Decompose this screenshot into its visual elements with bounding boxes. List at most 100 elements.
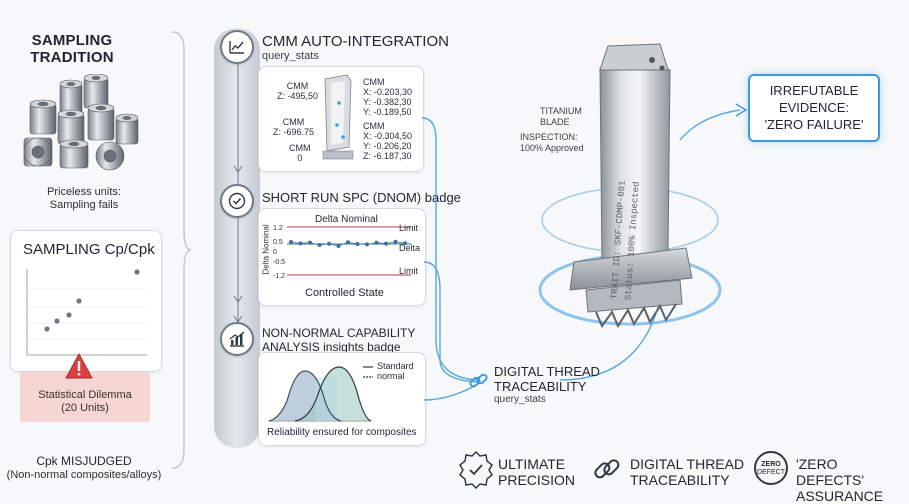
nonnormal-badge xyxy=(220,322,254,356)
sampling-heading-line1: SAMPLING xyxy=(31,32,113,49)
spc-tick-label: 0.5 xyxy=(273,239,283,246)
spc-tick-label: -1.2 xyxy=(273,273,285,280)
legend-normal: normal xyxy=(377,371,405,381)
nonnormal-title: NON-NORMAL CAPABILITY ANALYSIS insights … xyxy=(262,326,415,354)
cmm-label-e1: CMM xyxy=(363,121,385,131)
cmm-label-c: CMM 0 xyxy=(289,143,311,163)
thread-line1: DIGITAL THREAD xyxy=(494,364,600,379)
evidence-box: IRREFUTABLE EVIDENCE: 'ZERO FAILURE' xyxy=(748,74,880,142)
spc-point xyxy=(374,240,379,245)
cmm-title: CMM AUTO-INTEGRATION xyxy=(262,33,449,50)
inspection-status: INSPECTION: 100% Approved xyxy=(520,132,584,154)
footer-zero-line2: ASSURANCE xyxy=(796,488,884,504)
cpk-misjudged: Cpk MISJUDGED (Non-normal composites/all… xyxy=(0,454,168,482)
thread-subtitle: query_stats xyxy=(494,394,546,405)
nonnormal-caption: Reliability ensured for composites xyxy=(267,427,417,438)
cpk-point xyxy=(76,298,82,304)
titanium-blade: TRAIT ID: SKF-CDMP-001 Status: 100% Insp… xyxy=(538,43,722,329)
spc-caption: Controlled State xyxy=(305,287,384,299)
cmm-label-a2: Z: -495,50 xyxy=(277,91,319,101)
cmm-label-d3: Y: -0.382,30 xyxy=(363,97,412,107)
precision-seal-icon xyxy=(459,450,493,490)
legend-swatch-icon xyxy=(363,366,373,378)
cmm-label-a: CMM Z: -495,50 xyxy=(277,81,318,101)
spc-point xyxy=(346,240,350,245)
cmm-badge xyxy=(220,30,254,64)
warning-icon xyxy=(65,352,93,379)
cpk-point xyxy=(44,326,50,332)
legend-standard: Standard xyxy=(377,361,414,371)
blade-label-line1: TITANIUM xyxy=(540,106,582,116)
evidence-line1: IRREFUTABLE xyxy=(769,83,859,98)
cmm-label-d4: Y: -0.189,50 xyxy=(363,107,412,117)
thread-line2: TRACEABILITY xyxy=(494,379,587,394)
sampling-cpk-card: SAMPLING Cp/Cpk xyxy=(10,230,162,372)
timeline-track xyxy=(214,28,260,448)
spc-chart: 1.2 0.5 0 -0.5 -1.2 xyxy=(273,225,411,280)
cpk-misjudged-line2: (Non-normal composites/alloys) xyxy=(6,469,162,481)
spc-point xyxy=(289,240,293,244)
footer-thread: DIGITAL THREAD TRACEABILITY xyxy=(630,456,744,488)
sampling-caption: Priceless units: Sampling fails xyxy=(20,186,148,212)
spc-point xyxy=(308,240,312,245)
cpk-card-title: SAMPLING Cp/Cpk xyxy=(23,241,155,258)
footer-zero: 'ZERO DEFECTS' ASSURANCE xyxy=(796,456,909,504)
spc-point xyxy=(365,242,369,247)
spc-tick-label: 1.2 xyxy=(273,225,283,232)
cmm-label-c2: 0 xyxy=(297,153,303,163)
spc-point xyxy=(327,241,331,246)
cmm-label-e4: Z: -6.187,30 xyxy=(363,151,412,161)
cpk-point xyxy=(134,269,140,275)
chart-icon xyxy=(229,41,244,54)
spc-tick-label: 0 xyxy=(273,249,277,256)
evidence-line3: 'ZERO FAILURE' xyxy=(764,117,864,132)
footer-precision-line2: PRECISION xyxy=(498,472,576,488)
evidence-line2: EVIDENCE: xyxy=(778,100,850,115)
spc-point xyxy=(336,244,341,248)
cmm-label-c1: CMM xyxy=(289,143,311,153)
brace-divider xyxy=(171,31,192,469)
cpk-point xyxy=(66,312,72,318)
chain-icon xyxy=(594,459,620,479)
spc-tick-label: -0.5 xyxy=(273,259,285,266)
spc-limit-bottom: Limit xyxy=(399,266,419,276)
zero-defect-badge-icon: ZERO DEFECT xyxy=(754,451,788,485)
footer-precision-line1: ULTIMATE xyxy=(498,456,566,472)
blade-label: TITANIUM BLADE xyxy=(540,106,582,128)
cpk-point xyxy=(54,318,60,324)
thread-title: DIGITAL THREAD TRACEABILITY xyxy=(494,364,600,394)
inspection-line2: 100% Approved xyxy=(520,143,584,153)
footer-thread-line2: TRACEABILITY xyxy=(630,472,730,488)
inspection-line1: INSPECTION: xyxy=(520,132,578,142)
spc-point xyxy=(403,241,407,246)
cpk-mini-plot xyxy=(26,269,147,356)
cmm-label-a1: CMM xyxy=(286,81,309,91)
spc-limit-top: Limit xyxy=(399,223,419,233)
sampling-caption-line1: Priceless units: xyxy=(47,186,121,198)
check-seal-icon xyxy=(228,192,246,210)
statistical-dilemma-panel xyxy=(20,372,150,422)
chain-link-icon xyxy=(469,373,488,388)
footer-zero-line1: 'ZERO DEFECTS' xyxy=(796,456,865,488)
distribution-curves xyxy=(268,366,372,422)
cpk-misjudged-line1: Cpk MISJUDGED xyxy=(36,454,132,468)
bearings-illustration xyxy=(23,74,139,171)
cmm-label-b: CMM Z: -696.75 xyxy=(273,117,314,137)
zero-badge-line1: ZERO xyxy=(761,461,781,468)
sampling-heading: SAMPLING TRADITION xyxy=(22,32,122,66)
sampling-heading-line2: TRADITION xyxy=(30,49,114,66)
nonnormal-card: Standard normal Reliability ensured for … xyxy=(258,352,426,446)
cmm-subtitle: query_stats xyxy=(262,50,319,62)
spc-delta: Delta xyxy=(399,243,421,253)
spc-chart-title: Delta Nominal xyxy=(315,214,378,225)
dilemma-text: Statistical Dilemma (20 Units) xyxy=(20,389,150,415)
spc-point xyxy=(317,243,322,247)
spc-title: SHORT RUN SPC (DNOM) badge xyxy=(262,190,461,205)
cmm-label-d1: CMM xyxy=(363,77,385,87)
spc-point xyxy=(355,242,360,246)
footer-precision: ULTIMATE PRECISION xyxy=(498,456,575,488)
dilemma-line1: Statistical Dilemma xyxy=(38,389,132,401)
blade-label-line2: BLADE xyxy=(540,117,570,127)
